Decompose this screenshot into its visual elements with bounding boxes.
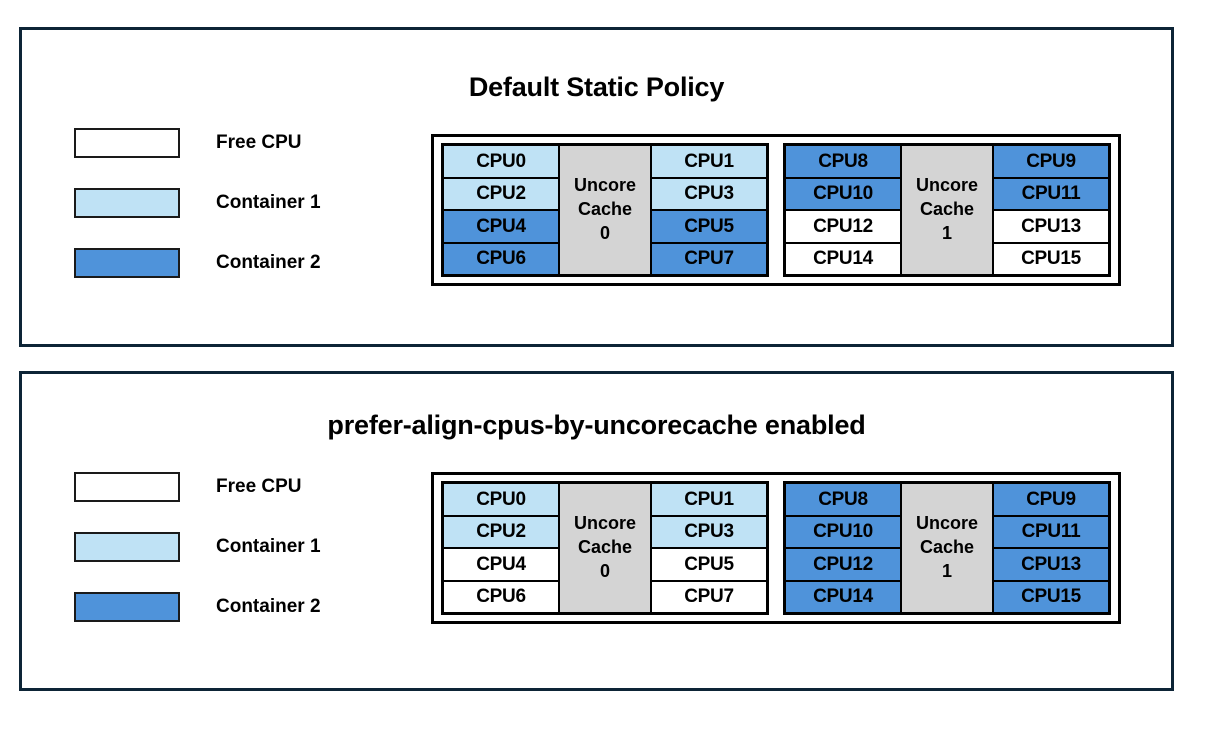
uncore-cache-block: Uncore Cache 1 <box>901 145 993 275</box>
uncore-cache-line-1: Uncore <box>915 513 978 534</box>
legend-item: Container 1 <box>74 517 321 577</box>
uncore-cache-line-2: Cache <box>577 537 633 558</box>
legend-bottom: Free CPU Container 1 Container 2 <box>74 457 321 637</box>
uncore-cache-line-1: Uncore <box>573 175 636 196</box>
uncore-cache-index: 0 <box>599 222 610 243</box>
cpu-cell: CPU3 <box>651 515 767 548</box>
cpu-cell: CPU5 <box>651 548 767 581</box>
cpu-cell: CPU13 <box>993 548 1109 581</box>
legend-item: Free CPU <box>74 457 321 517</box>
cpu-cell: CPU10 <box>785 177 901 210</box>
legend-label: Container 1 <box>216 536 321 557</box>
cpu-cell: CPU13 <box>993 210 1109 243</box>
cpu-cell: CPU8 <box>785 483 901 516</box>
cpu-cell: CPU0 <box>443 145 559 178</box>
cpu-column-right: CPU9 CPU11 CPU13 CPU15 <box>993 145 1109 275</box>
cpu-cell: CPU6 <box>443 242 559 275</box>
socket-uncore-cache-0: CPU0 CPU2 CPU4 CPU6 Uncore Cache 0 CPU1 … <box>441 143 769 277</box>
cpu-cell: CPU2 <box>443 515 559 548</box>
socket-uncore-cache-1: CPU8 CPU10 CPU12 CPU14 Uncore Cache 1 CP… <box>783 481 1111 615</box>
cpu-column-left: CPU8 CPU10 CPU12 CPU14 <box>785 483 901 613</box>
panel-default-static-policy: Default Static Policy Free CPU Container… <box>19 27 1174 347</box>
cpu-cell: CPU7 <box>651 242 767 275</box>
cpu-cell: CPU11 <box>993 177 1109 210</box>
uncore-cache-line-2: Cache <box>919 537 975 558</box>
legend-swatch-container-1 <box>74 188 180 218</box>
cpu-cell: CPU14 <box>785 580 901 613</box>
cpu-cell: CPU1 <box>651 483 767 516</box>
legend-label: Container 2 <box>216 596 321 617</box>
legend-item: Container 2 <box>74 233 321 293</box>
uncore-cache-index: 1 <box>941 222 952 243</box>
legend-swatch-free-cpu <box>74 128 180 158</box>
legend-swatch-container-2 <box>74 248 180 278</box>
panel-prefer-align-cpus-by-uncorecache: prefer-align-cpus-by-uncorecache enabled… <box>19 371 1174 691</box>
cpu-cell: CPU4 <box>443 548 559 581</box>
page-title-default-static-policy: Default Static Policy <box>468 72 725 102</box>
cpu-cell: CPU10 <box>785 515 901 548</box>
uncore-cache-block: Uncore Cache 1 <box>901 483 993 613</box>
cpu-cell: CPU11 <box>993 515 1109 548</box>
cpu-cell: CPU0 <box>443 483 559 516</box>
cpu-cell: CPU6 <box>443 580 559 613</box>
cpu-topology-diagram: CPU0 CPU2 CPU4 CPU6 Uncore Cache 0 CPU1 … <box>431 134 1121 286</box>
cpu-column-left: CPU8 CPU10 CPU12 CPU14 <box>785 145 901 275</box>
cpu-cell: CPU12 <box>785 210 901 243</box>
uncore-cache-index: 1 <box>941 560 952 581</box>
uncore-cache-line-1: Uncore <box>573 513 636 534</box>
cpu-column-right: CPU1 CPU3 CPU5 CPU7 <box>651 145 767 275</box>
legend-item: Free CPU <box>74 113 321 173</box>
legend-swatch-container-1 <box>74 532 180 562</box>
uncore-cache-line-2: Cache <box>577 199 633 220</box>
page-title-prefer-align-cpus-by-uncorecache: prefer-align-cpus-by-uncorecache enabled <box>327 410 866 440</box>
cpu-topology-diagram: CPU0 CPU2 CPU4 CPU6 Uncore Cache 0 CPU1 … <box>431 472 1121 624</box>
legend-label: Free CPU <box>216 132 302 153</box>
legend-swatch-free-cpu <box>74 472 180 502</box>
uncore-cache-index: 0 <box>599 560 610 581</box>
cpu-cell: CPU8 <box>785 145 901 178</box>
uncore-cache-line-1: Uncore <box>915 175 978 196</box>
legend-label: Free CPU <box>216 476 302 497</box>
legend-swatch-container-2 <box>74 592 180 622</box>
uncore-cache-block: Uncore Cache 0 <box>559 145 651 275</box>
socket-uncore-cache-0: CPU0 CPU2 CPU4 CPU6 Uncore Cache 0 CPU1 … <box>441 481 769 615</box>
cpu-cell: CPU9 <box>993 483 1109 516</box>
cpu-cell: CPU1 <box>651 145 767 178</box>
legend-label: Container 1 <box>216 192 321 213</box>
cpu-column-left: CPU0 CPU2 CPU4 CPU6 <box>443 145 559 275</box>
cpu-column-right: CPU9 CPU11 CPU13 CPU15 <box>993 483 1109 613</box>
cpu-cell: CPU9 <box>993 145 1109 178</box>
cpu-column-left: CPU0 CPU2 CPU4 CPU6 <box>443 483 559 613</box>
cpu-cell: CPU4 <box>443 210 559 243</box>
socket-uncore-cache-1: CPU8 CPU10 CPU12 CPU14 Uncore Cache 1 CP… <box>783 143 1111 277</box>
uncore-cache-block: Uncore Cache 0 <box>559 483 651 613</box>
cpu-cell: CPU2 <box>443 177 559 210</box>
legend-item: Container 1 <box>74 173 321 233</box>
cpu-cell: CPU5 <box>651 210 767 243</box>
cpu-cell: CPU12 <box>785 548 901 581</box>
cpu-cell: CPU15 <box>993 242 1109 275</box>
legend-item: Container 2 <box>74 577 321 637</box>
cpu-cell: CPU15 <box>993 580 1109 613</box>
cpu-cell: CPU14 <box>785 242 901 275</box>
cpu-column-right: CPU1 CPU3 CPU5 CPU7 <box>651 483 767 613</box>
cpu-cell: CPU3 <box>651 177 767 210</box>
uncore-cache-line-2: Cache <box>919 199 975 220</box>
cpu-cell: CPU7 <box>651 580 767 613</box>
legend-label: Container 2 <box>216 252 321 273</box>
legend-top: Free CPU Container 1 Container 2 <box>74 113 321 293</box>
